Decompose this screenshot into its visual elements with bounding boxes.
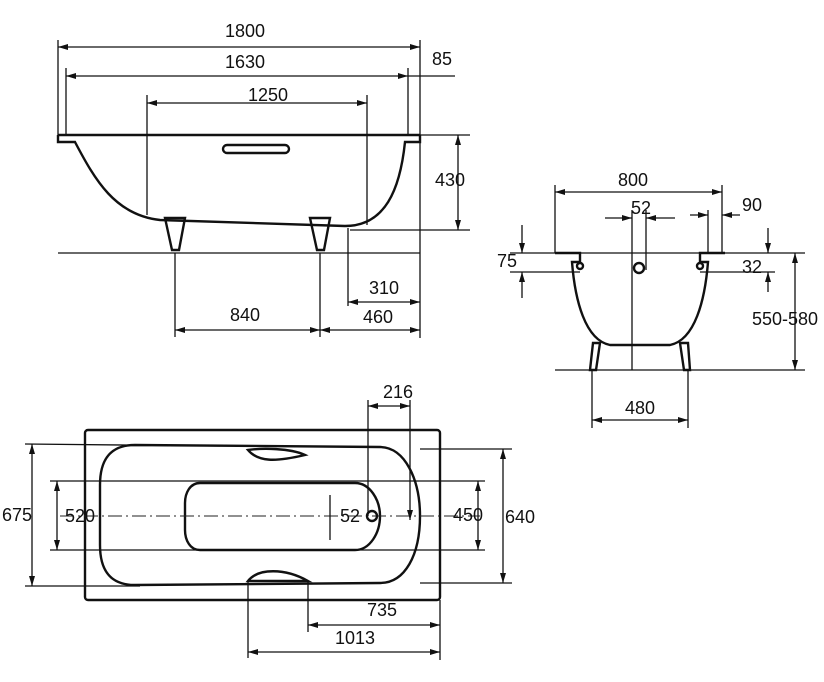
label-460: 460	[363, 307, 393, 327]
drain-hole-plan	[365, 509, 379, 523]
label-310: 310	[369, 278, 399, 298]
label-32: 32	[742, 257, 762, 277]
label-735: 735	[367, 600, 397, 620]
label-52-plan: 52	[340, 506, 360, 526]
label-450: 450	[453, 505, 483, 525]
overflow-slot	[221, 143, 291, 155]
end-legs	[588, 341, 692, 372]
label-216: 216	[383, 382, 413, 402]
label-800: 800	[618, 170, 648, 190]
label-550-580: 550-580	[752, 309, 818, 329]
label-1800: 1800	[225, 21, 265, 41]
label-520: 520	[65, 506, 95, 526]
plan-outer-rim	[83, 428, 442, 602]
plan-view: 675 520 450 640 52 216 735 1013	[2, 382, 535, 660]
drain-hole	[632, 261, 646, 275]
label-1013: 1013	[335, 628, 375, 648]
label-85: 85	[432, 49, 452, 69]
label-840: 840	[230, 305, 260, 325]
label-675: 675	[2, 505, 32, 525]
label-52-end: 52	[631, 198, 651, 218]
end-view: 800 52 90 75 32 550-580 480	[497, 170, 818, 428]
handle-bottom	[245, 570, 313, 583]
label-480: 480	[625, 398, 655, 418]
handle-top	[245, 447, 309, 461]
label-640: 640	[505, 507, 535, 527]
label-430: 430	[435, 170, 465, 190]
label-1250: 1250	[248, 85, 288, 105]
label-90: 90	[742, 195, 762, 215]
tub-profile	[56, 135, 422, 228]
label-1630: 1630	[225, 52, 265, 72]
leg-left	[163, 216, 187, 252]
leg-right	[308, 216, 332, 252]
end-profile	[555, 251, 725, 347]
side-view: 1800 1630 85 1250 430 840 310 460	[56, 21, 470, 338]
plan-inner-outline	[98, 443, 422, 587]
label-75: 75	[497, 251, 517, 271]
